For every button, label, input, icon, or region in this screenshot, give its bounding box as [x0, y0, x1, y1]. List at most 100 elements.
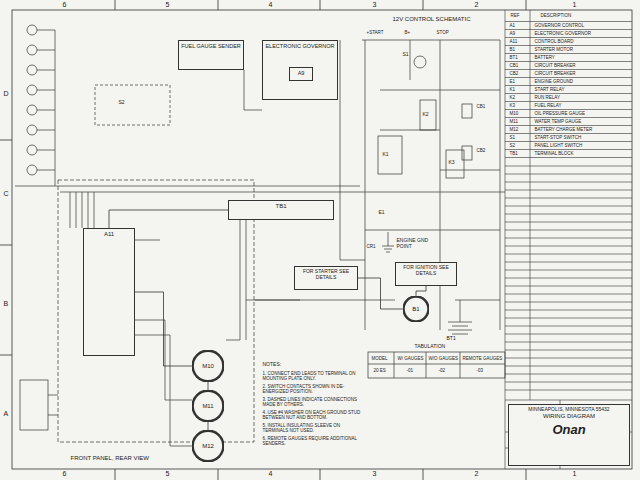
drawing-label: B+	[404, 30, 411, 35]
drawing-label: GOVERNOR CONTROL	[534, 23, 585, 28]
drawing-label: -03	[476, 368, 484, 373]
drawing-label: 6. REMOTE GAUGES REQUIRE ADDITIONAL SEND…	[262, 436, 363, 446]
drawing-label: BATTERY CHARGE METER	[534, 127, 593, 132]
drawing-label: A	[3, 410, 9, 418]
drawing-label: DESCRIPTION	[540, 13, 572, 18]
tabulation-grid	[368, 352, 505, 378]
node-text: ELECTRONIC GOVERNOR	[265, 43, 335, 49]
drawing-label: K1	[509, 87, 516, 92]
drawing-label: 5	[165, 470, 170, 478]
node-text: M10	[202, 363, 214, 370]
drawing-label: START RELAY	[534, 87, 565, 92]
parts-table	[505, 10, 632, 469]
drawing-label: S1	[509, 135, 516, 140]
drawing-label: E1	[509, 79, 516, 84]
drawing-label: FUEL RELAY	[534, 103, 562, 108]
node-text: A11	[86, 231, 132, 238]
drawing-label: S2	[118, 100, 125, 106]
gauge-symbol: M12	[192, 430, 224, 462]
drawing-label: -02	[438, 368, 446, 373]
drawing-label: START-STOP SWITCH	[534, 135, 582, 140]
wire-connector	[416, 286, 426, 296]
reference-box: FOR IGNITION SEE DETAILS	[395, 262, 457, 286]
wire-connector	[208, 382, 209, 390]
drawing-label: K2	[509, 95, 516, 100]
drawing-label: 4	[268, 1, 273, 9]
drawing-label: M11	[509, 119, 518, 124]
drawing-label: E1	[378, 210, 385, 216]
drawing-label: BT1	[446, 336, 456, 342]
drawing-label: 2	[474, 1, 479, 9]
drawing-label: W/O GAUGES	[428, 356, 459, 361]
title-block: MINNEAPOLIS, MINNESOTA 55432WIRING DIAGR…	[508, 404, 630, 466]
drawing-label: STARTER MOTOR	[534, 47, 574, 52]
circuit-board: A11	[83, 228, 135, 356]
panel-wiring	[15, 180, 505, 446]
drawing-label: 1	[572, 470, 577, 478]
node-text: WIRING DIAGRAM	[511, 413, 627, 420]
connector-symbols	[20, 25, 262, 430]
drawing-label: 20 ES	[373, 368, 386, 373]
drawing-label: WATER TEMP GAUGE	[534, 119, 582, 124]
drawing-label: A9	[509, 31, 516, 36]
drawing-label: BATTERY	[534, 55, 555, 60]
drawing-label: ENGINE GND POINT	[396, 238, 437, 250]
node-text: FOR STARTER SEE DETAILS	[297, 269, 355, 281]
drawing-label: S2	[509, 143, 516, 148]
drawing-label: K3	[509, 103, 516, 108]
control-wiring	[340, 40, 500, 334]
drawing-label: BT1	[509, 55, 518, 60]
reference-box: FOR STARTER SEE DETAILS	[294, 266, 358, 290]
drawing-label: A11	[509, 39, 518, 44]
drawing-label: K1	[382, 152, 389, 158]
drawing-label: 1	[572, 1, 577, 9]
drawing-label: CB1	[509, 63, 519, 68]
node-text: FUEL GAUGE SENDER	[181, 43, 241, 49]
gauge-symbol: M11	[192, 390, 224, 422]
node-text: Onan	[511, 423, 627, 438]
drawing-label: 4. USE #4 WASHER ON EACH GROUND STUD BET…	[262, 410, 363, 420]
module-box: A9	[289, 67, 313, 81]
node-text: M11	[202, 403, 213, 410]
drawing-label: C	[3, 190, 9, 198]
drawing-label: 12V CONTROL SCHEMATIC	[392, 16, 471, 23]
drawing-label: B1	[509, 47, 516, 52]
drawing-label: 5	[165, 1, 170, 9]
node-text: FOR IGNITION SEE DETAILS	[398, 265, 454, 277]
node-text: M12	[202, 443, 214, 450]
wire-connector	[135, 292, 192, 366]
drawing-label: CR1	[366, 244, 376, 249]
drawing-label: OIL PRESSURE GAUGE	[534, 111, 586, 116]
node-text: A9	[292, 70, 310, 76]
terminal-block: TB1	[228, 200, 334, 220]
governor-box: ELECTRONIC GOVERNOR A9	[262, 40, 338, 100]
drawing-label: 2. SWITCH CONTACTS SHOWN IN DE-ENERGIZED…	[262, 384, 363, 394]
drawing-label: M10	[509, 111, 519, 116]
drawing-label: MODEL	[371, 356, 388, 361]
drawing-label: 3	[372, 470, 377, 478]
drawing-label: 3. DASHED LINES INDICATE CONNECTIONS MAD…	[262, 397, 363, 407]
gauge-symbol: M10	[192, 350, 224, 382]
drawing-label: CIRCUIT BREAKER	[534, 63, 576, 68]
drawing-label: 3	[372, 1, 377, 9]
drawing-label: FRONT PANEL, REAR VIEW	[70, 455, 149, 462]
drawing-label: TABULATION	[414, 344, 446, 350]
drawing-label: D	[3, 90, 9, 98]
drawing-label: 6	[62, 1, 67, 9]
drawing-label: CB1	[476, 104, 486, 109]
drawing-label: 2	[474, 470, 479, 478]
drawing-label: ENGINE GROUND	[534, 79, 574, 84]
node-text: B1	[412, 306, 419, 313]
drawing-label: REF	[510, 13, 520, 18]
drawing-label: CB2	[476, 148, 486, 153]
drawing-label: CIRCUIT BREAKER	[534, 71, 576, 76]
node-text: TB1	[231, 203, 331, 210]
drawing-label: CONTROL BOARD	[534, 39, 574, 44]
drawing-label: TERMINAL BLOCK	[534, 151, 574, 156]
wire-connector	[109, 210, 228, 228]
drawing-label: W/ GAUGES	[397, 356, 424, 361]
node-text: MINNEAPOLIS, MINNESOTA 55432	[511, 407, 627, 413]
drawing-label: S1	[402, 52, 409, 58]
drawing-label: 5. INSTALL INSULATING SLEEVE ON TERMINAL…	[262, 423, 363, 433]
